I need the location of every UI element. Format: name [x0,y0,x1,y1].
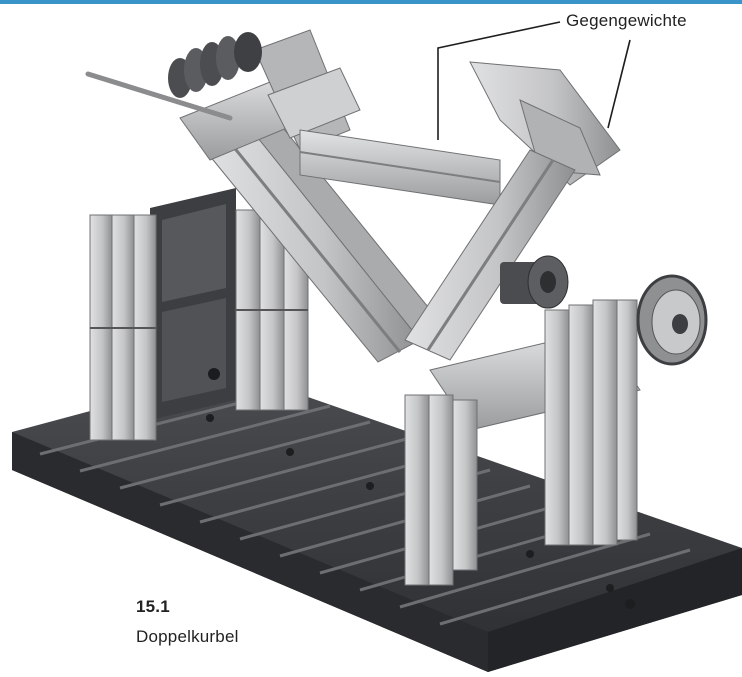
top-bracket [179,29,361,161]
counterweight-callout-label: Gegengewichte [566,11,687,30]
center-gear [500,255,569,309]
right-bridge [404,299,641,586]
figure-caption: Doppelkurbel [136,627,239,646]
diagonal-right-arm [404,149,576,361]
rear-panel [150,188,236,420]
worm-gear [168,32,262,98]
axle-rod [85,71,233,121]
left-tower [89,214,157,441]
model-illustration [12,29,742,672]
base-plate [12,372,742,672]
end-wheel [636,274,708,366]
top-accent-rule [0,0,742,4]
figure-number: 15.1 [136,597,170,616]
